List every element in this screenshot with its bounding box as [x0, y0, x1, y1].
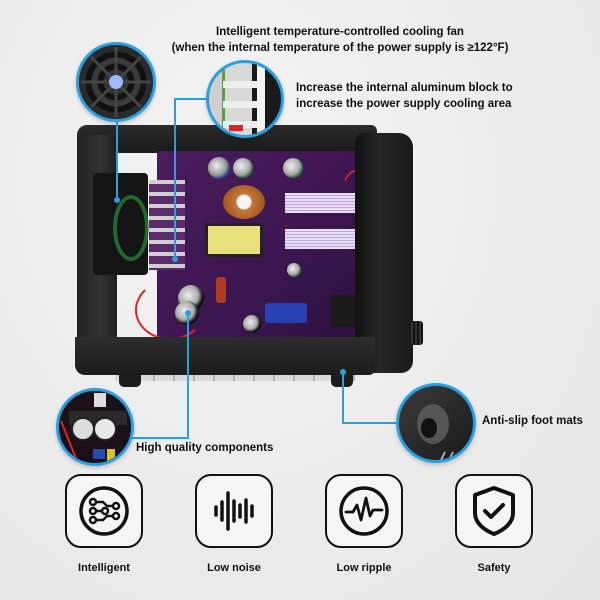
- feature-intelligent: Intelligent: [64, 474, 144, 574]
- capacitor: [233, 158, 253, 178]
- feature-tile: [325, 474, 403, 548]
- components-connector-line: [128, 437, 189, 439]
- capacitors-icon: [60, 393, 127, 462]
- aluminum-connector-line: [174, 98, 176, 258]
- components-callout-text: High quality components: [136, 442, 274, 454]
- circuit-icon: [79, 486, 129, 536]
- feature-label: Low noise: [207, 562, 261, 574]
- toroid-coil: [223, 185, 265, 219]
- power-supply-device-image: [65, 125, 423, 387]
- fan-connector-dot: [114, 197, 120, 203]
- aluminum-connector-dot: [172, 256, 178, 262]
- transformer: [205, 223, 263, 257]
- feature-label: Low ripple: [336, 562, 392, 574]
- fan-grille-icon: [81, 47, 151, 117]
- foot-connector-line: [342, 372, 344, 424]
- feature-tile: [455, 474, 533, 548]
- feature-low-ripple: Low ripple: [324, 474, 404, 574]
- fan-detail-circle: [76, 42, 156, 122]
- feature-label: Intelligent: [78, 562, 130, 574]
- capacitor: [243, 315, 261, 333]
- fan-callout-line2: (when the internal temperature of the po…: [171, 42, 509, 54]
- feature-tile: [195, 474, 273, 548]
- components-detail-circle: [56, 388, 134, 466]
- foot-mat-detail-circle: [396, 383, 476, 463]
- fan-callout-text: Intelligent temperature-controlled cooli…: [130, 24, 550, 56]
- adjust-knob: [411, 321, 423, 345]
- aluminum-block-detail-circle: [206, 60, 284, 138]
- aluminum-heatsink: [149, 180, 185, 270]
- device-foot: [119, 373, 141, 387]
- foot-mats-callout-text: Anti-slip foot mats: [482, 415, 583, 427]
- aluminum-callout-line1: Increase the internal aluminum block to: [296, 82, 513, 94]
- device-front-panel: [355, 133, 413, 373]
- feature-low-noise: Low noise: [194, 474, 274, 574]
- fan-callout-line1: Intelligent temperature-controlled cooli…: [216, 26, 464, 38]
- red-wire: [135, 280, 205, 340]
- cooling-fan: [93, 173, 149, 275]
- capacitor: [208, 157, 230, 179]
- blue-component: [265, 303, 307, 323]
- bottom-vent: [115, 375, 355, 381]
- fan-connector-line: [116, 120, 118, 200]
- sound-wave-icon: [214, 491, 254, 531]
- resistor: [216, 277, 226, 303]
- pulse-icon: [339, 486, 389, 536]
- aluminum-connector-line: [174, 98, 206, 100]
- heatsink-fins-icon: [223, 63, 265, 135]
- aluminum-callout-text: Increase the internal aluminum block to …: [296, 80, 556, 112]
- rubber-foot-icon: [417, 404, 454, 460]
- feature-tile: [65, 474, 143, 548]
- foot-connector-line: [342, 422, 398, 424]
- aluminum-callout-line2: increase the power supply cooling area: [296, 98, 512, 110]
- capacitor: [287, 263, 301, 277]
- capacitor: [283, 158, 303, 178]
- feature-safety: Safety: [454, 474, 534, 574]
- shield-check-icon: [473, 486, 515, 536]
- components-connector-line: [187, 313, 189, 439]
- device-bottom-frame: [75, 337, 375, 375]
- feature-label: Safety: [477, 562, 511, 574]
